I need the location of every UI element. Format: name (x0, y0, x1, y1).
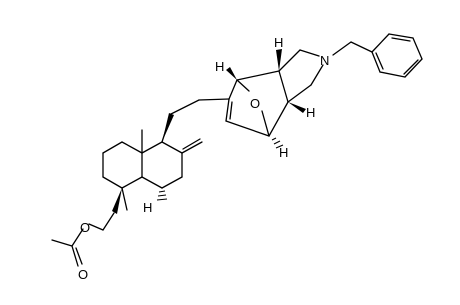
h-upper-right-label: H (274, 35, 283, 50)
h-lower-label: H (279, 145, 288, 160)
bond-lines (51, 33, 423, 267)
atom-labels: O O O N H H H H H (78, 35, 329, 282)
stereo-bonds (112, 49, 306, 214)
nitrogen-label: N (320, 53, 329, 68)
h-decalin-label: H (143, 200, 152, 215)
oxygen-bridge-label: O (250, 96, 260, 111)
oxygen-ester-label: O (80, 220, 90, 235)
oxygen-carbonyl-label: O (78, 267, 88, 282)
h-upper-left-label: H (215, 59, 224, 74)
h-right-label: H (306, 105, 315, 120)
